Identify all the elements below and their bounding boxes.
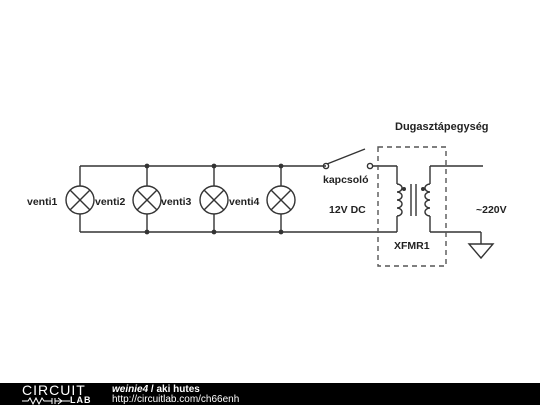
logo-text-bottom: LAB [70, 395, 92, 405]
lamp-venti4 [266, 185, 296, 215]
circuit-url-link[interactable]: http://circuitlab.com/ch66enh [112, 394, 240, 405]
footer-bar: CIRCUIT LAB weinie4 / aki hutes http://c… [0, 383, 540, 405]
switch-kapcsolo [322, 148, 374, 170]
logo-text-top: CIRCUIT [22, 382, 86, 398]
secondary-polarity-dot [421, 187, 425, 191]
author-name[interactable]: weinie4 [112, 384, 149, 395]
primary-coil [396, 183, 403, 217]
ground-symbol [467, 243, 495, 260]
label-venti1: venti1 [27, 196, 58, 208]
secondary-coil [424, 183, 431, 217]
junction-dot [211, 229, 217, 235]
label-voltage-ac: ~220V [476, 204, 507, 216]
lamp-venti2 [132, 185, 162, 215]
circuit-schematic: venti1 venti2 venti3 venti4 kapcsoló Dug… [27, 121, 507, 267]
junction-dot [144, 229, 150, 235]
junction-dot [278, 163, 284, 169]
circuit-title[interactable]: aki hutes [156, 384, 200, 395]
circuitlab-logo[interactable]: CIRCUIT LAB [22, 383, 102, 405]
junction-dot [144, 163, 150, 169]
junction-dot [211, 163, 217, 169]
label-venti2: venti2 [95, 196, 126, 208]
label-voltage-dc: 12V DC [329, 204, 366, 216]
lamp-venti1 [65, 185, 95, 215]
lamp-venti3 [199, 185, 229, 215]
logo-wave-icon [22, 396, 70, 405]
title-separator: / [148, 384, 157, 395]
adapter-enclosure [377, 146, 447, 267]
label-venti3: venti3 [161, 196, 192, 208]
label-switch: kapcsoló [323, 174, 369, 186]
primary-polarity-dot [402, 187, 406, 191]
label-venti4: venti4 [229, 196, 260, 208]
footer-title-line: weinie4 / aki hutes [112, 384, 200, 395]
label-transformer: XFMR1 [394, 240, 430, 252]
label-adapter: Dugasztápegység [395, 121, 489, 133]
junction-dot [278, 229, 284, 235]
